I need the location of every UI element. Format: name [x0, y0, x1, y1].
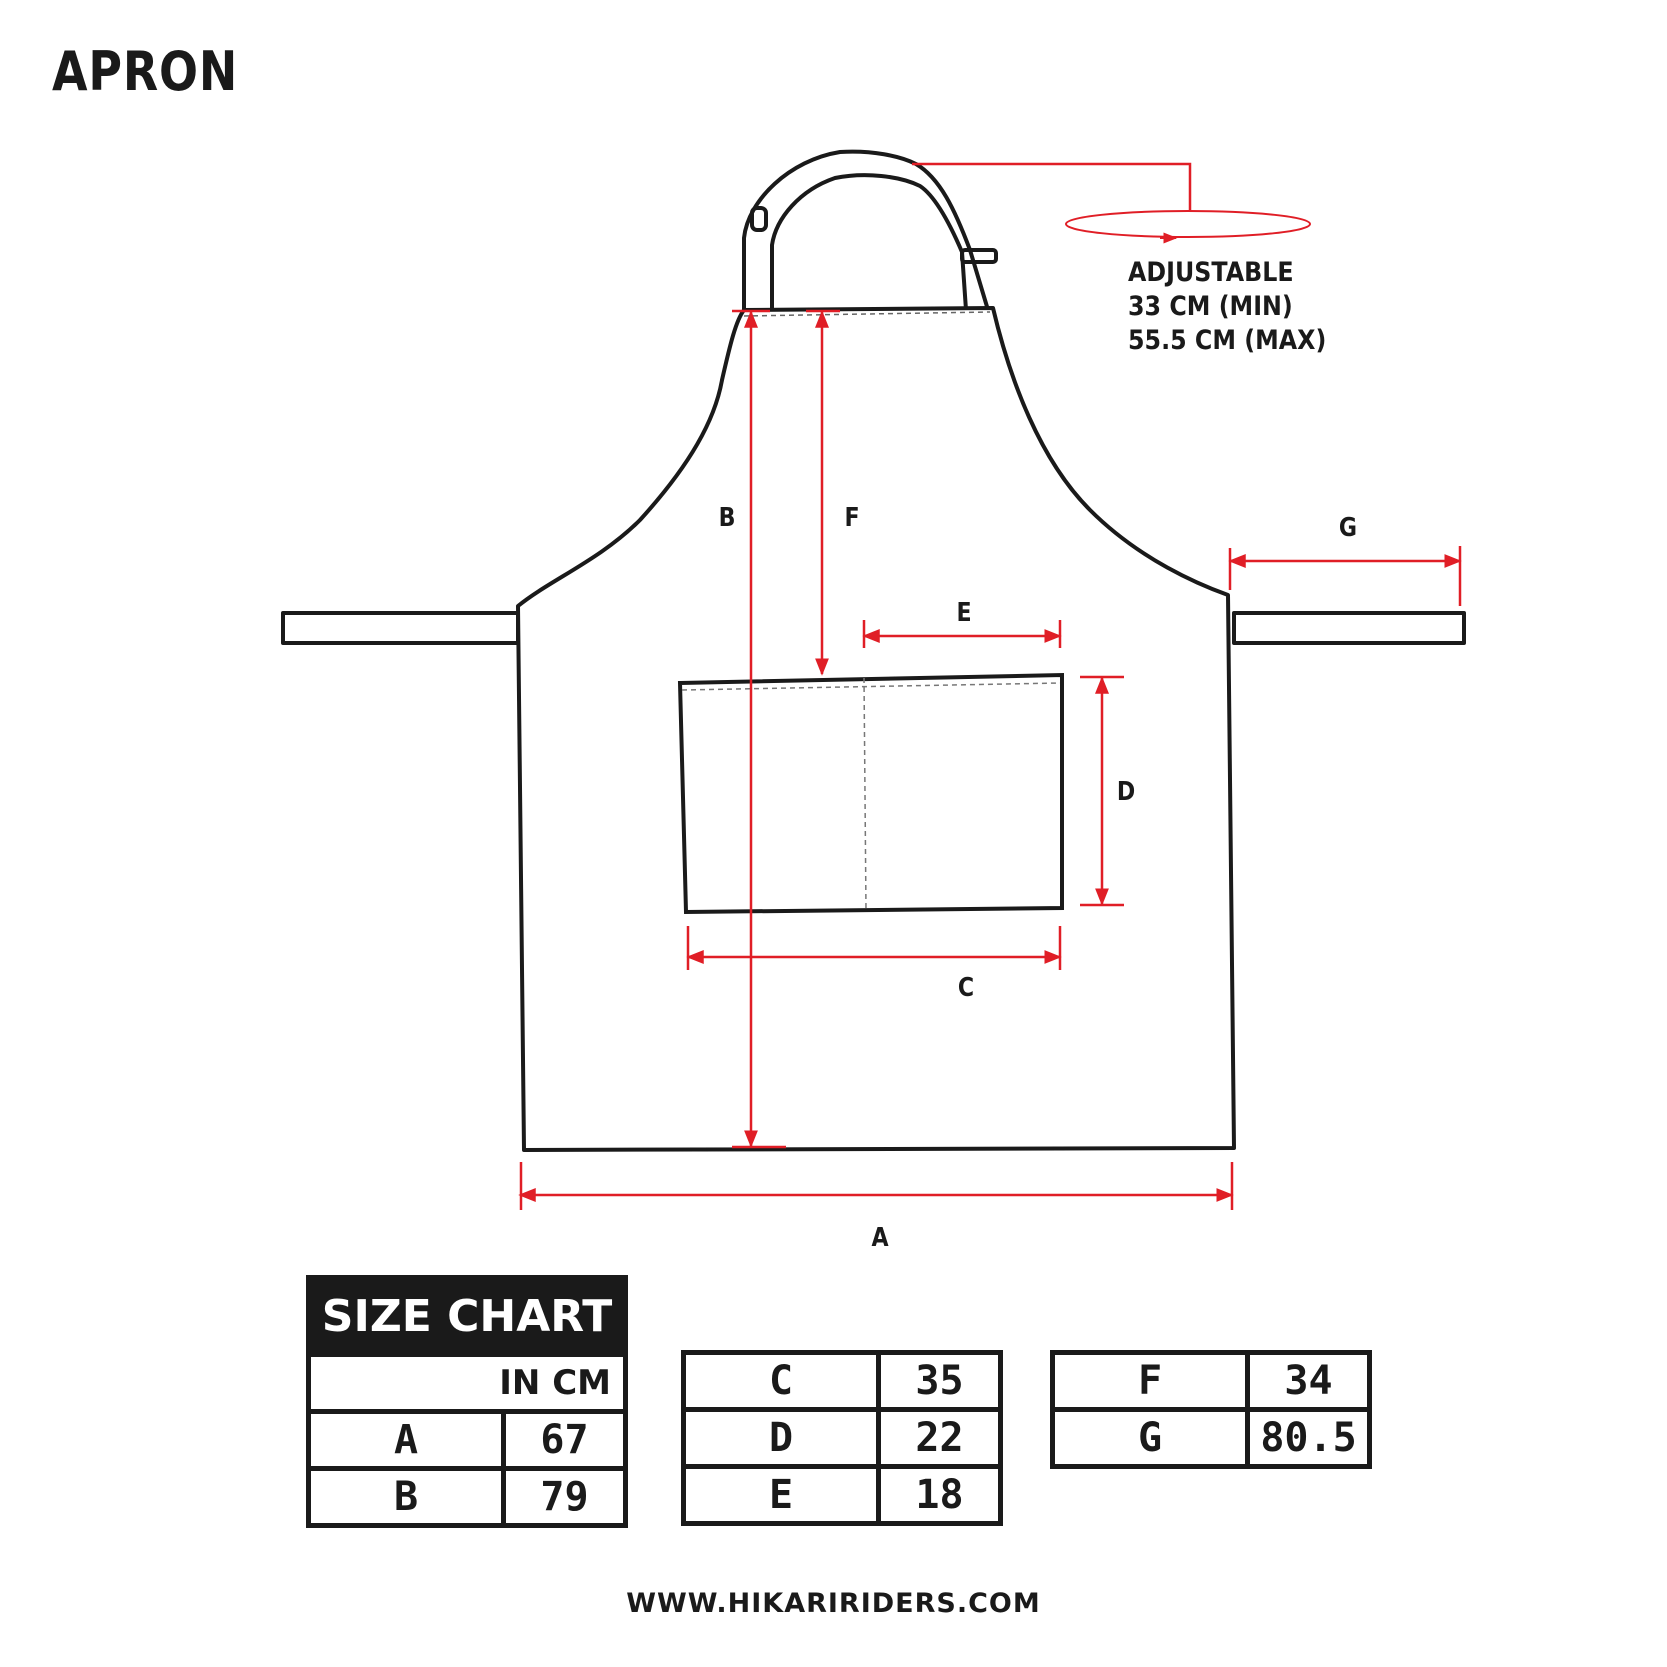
size-key: A — [306, 1409, 506, 1471]
adjustable-max: 55.5 CM (MAX) — [1128, 325, 1327, 356]
table-row: A 67 — [306, 1409, 628, 1471]
dimension-label-d: D — [1116, 777, 1136, 807]
size-key: C — [681, 1350, 881, 1412]
dimension-label-e: E — [956, 598, 972, 628]
pocket — [677, 672, 1064, 915]
size-value: 22 — [876, 1407, 1003, 1469]
size-key: F — [1050, 1350, 1250, 1412]
adjustable-min: 33 CM (MIN) — [1128, 291, 1293, 322]
adjustable-label: ADJUSTABLE — [1128, 257, 1294, 288]
dimension-label-g: G — [1338, 513, 1358, 543]
dimension-label-c: C — [957, 973, 975, 1003]
size-value: 80.5 — [1245, 1407, 1372, 1469]
table-row: C 35 — [681, 1350, 1003, 1412]
dimension-label-f: F — [844, 503, 860, 533]
neck-strap — [742, 149, 998, 312]
table-row: F 34 — [1050, 1350, 1372, 1412]
table-row: D 22 — [681, 1407, 1003, 1469]
size-value: 18 — [876, 1464, 1003, 1526]
measure-lines — [518, 162, 1462, 1210]
table-row: B 79 — [306, 1466, 628, 1528]
size-chart-table-2: C 35 D 22 E 18 — [681, 1350, 1003, 1526]
size-key: E — [681, 1464, 881, 1526]
size-value: 79 — [501, 1466, 628, 1528]
adjustable-note: ADJUSTABLE 33 CM (MIN) 55.5 CM (MAX) — [1128, 256, 1326, 358]
size-value: 34 — [1245, 1350, 1372, 1412]
size-key: B — [306, 1466, 506, 1528]
size-key: D — [681, 1407, 881, 1469]
website-url: WWW.HIKARIRIDERS.COM — [626, 1588, 1041, 1619]
size-value: 35 — [876, 1350, 1003, 1412]
size-value: 67 — [501, 1409, 628, 1471]
size-chart-table-3: F 34 G 80.5 — [1050, 1350, 1372, 1469]
page-title: APRON — [52, 40, 239, 103]
dimension-label-b: B — [718, 503, 736, 533]
table-row: G 80.5 — [1050, 1407, 1372, 1469]
dimension-label-a: A — [871, 1223, 889, 1253]
size-chart-table-1: SIZE CHART IN CM A 67 B 79 — [306, 1275, 628, 1528]
size-key: G — [1050, 1407, 1250, 1469]
table-row: E 18 — [681, 1464, 1003, 1526]
size-chart-title: SIZE CHART — [306, 1275, 628, 1357]
size-chart-unit: IN CM — [306, 1352, 628, 1414]
